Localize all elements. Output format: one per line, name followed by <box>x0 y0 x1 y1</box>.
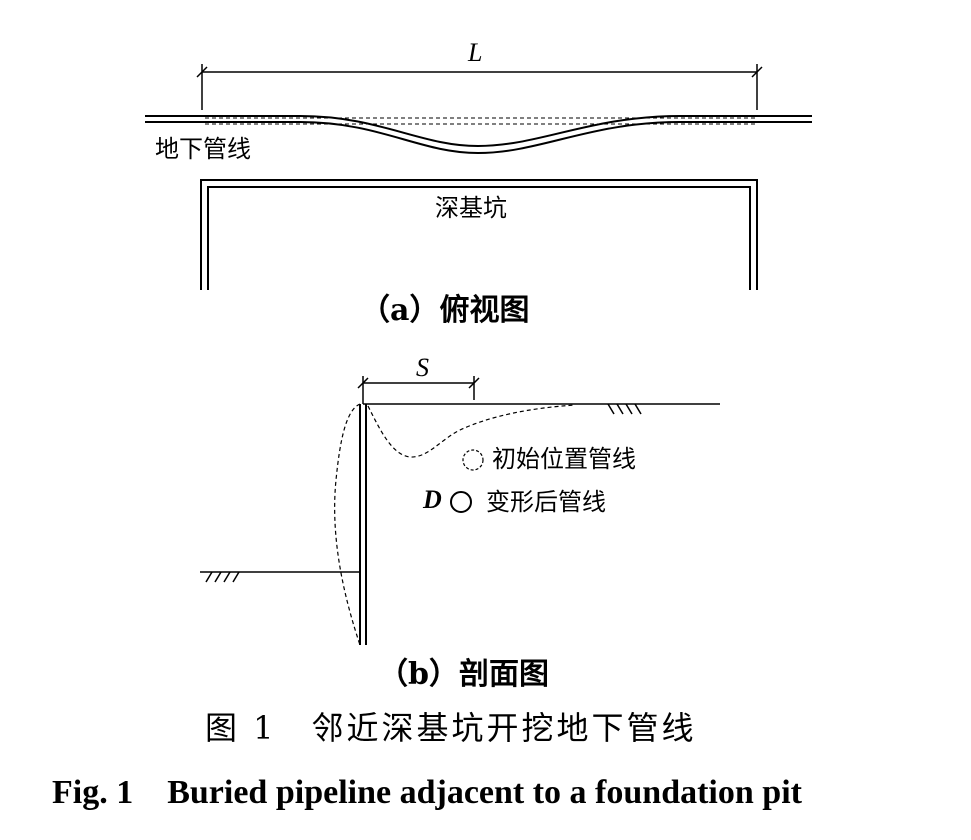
dimension-label-S: S <box>416 353 429 382</box>
dimension-tick-S-left <box>357 377 369 389</box>
dimension-tick-left <box>196 66 208 78</box>
figure-caption-cn: 图 1 邻近深基坑开挖地下管线 <box>205 709 697 747</box>
pipeline-deformed-lower <box>145 121 812 155</box>
initial-pipe-circle-icon <box>462 449 484 471</box>
figure-caption-en: Fig. 1 Buried pipeline adjacent to a fou… <box>52 774 802 811</box>
pit-outline-inner <box>207 186 751 290</box>
dimension-tick-S-right <box>468 377 480 389</box>
ground-hatch-right <box>607 403 642 415</box>
caption-plan-view: （a）俯视图 <box>360 293 530 328</box>
dimension-tick-right <box>751 66 763 78</box>
settlement-trough-dashed <box>367 404 576 458</box>
caption-section-view: （b）剖面图 <box>378 657 549 692</box>
legend-initial-pipe: 初始位置管线 <box>492 445 636 473</box>
deformed-pipe-circle-icon <box>450 491 472 513</box>
pit-outline-outer <box>200 179 758 290</box>
diameter-label-D: D <box>423 485 442 514</box>
ground-hatch-left <box>205 571 240 583</box>
wall-deflection-dashed <box>334 403 361 646</box>
legend-deformed-pipe: 变形后管线 <box>486 488 606 516</box>
plan-view <box>145 64 812 290</box>
dimension-label-L: L <box>468 38 483 67</box>
pipeline-deformed-upper <box>145 115 812 148</box>
pit-label: 深基坑 <box>435 194 507 222</box>
section-view <box>200 376 720 646</box>
pipeline-label: 地下管线 <box>155 135 251 163</box>
